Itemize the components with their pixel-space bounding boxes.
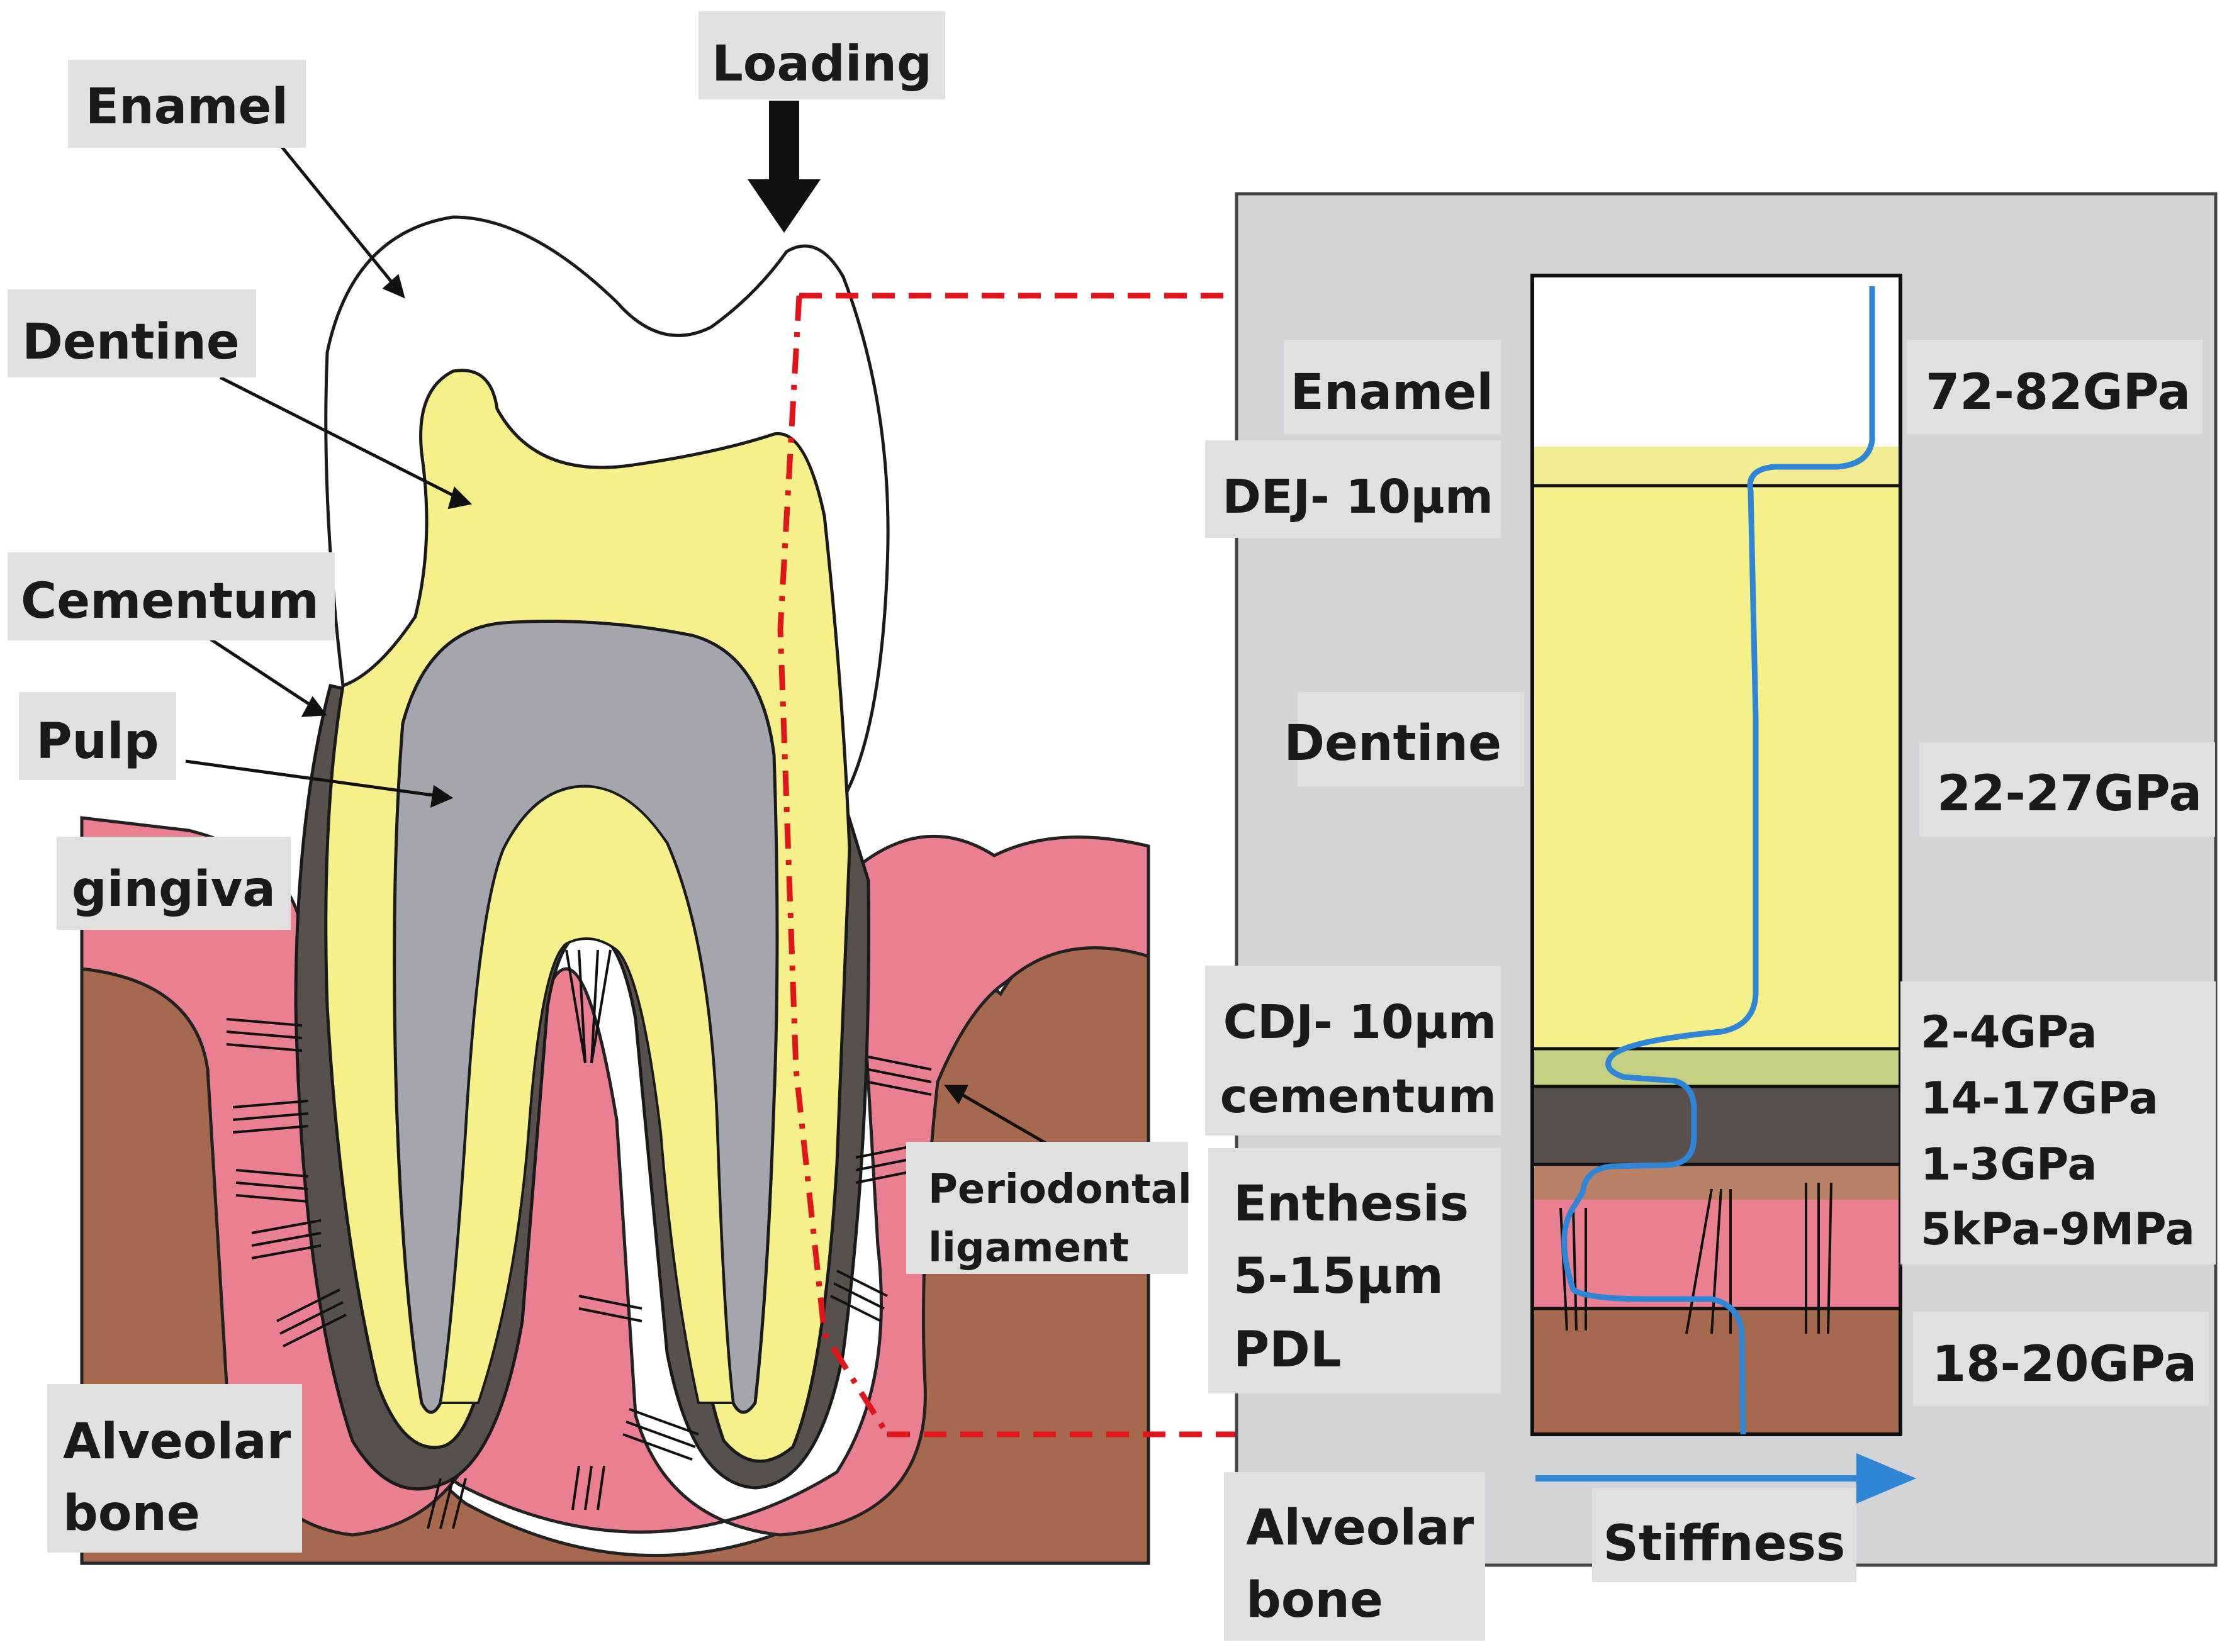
inset-label-enamel: Enamel [1284,340,1501,434]
inset-label-dej: DEJ- 10μm [1205,440,1501,538]
label-pulp: Pulp [19,692,176,780]
inset-enthesis-text: Enthesis [1233,1176,1469,1232]
column-bone [1532,1309,1900,1434]
tooth-illustration [80,215,1150,1565]
label-enamel-text: Enamel [86,79,288,135]
label-cementum: Cementum [8,552,335,640]
stiffness-axis-arrow [1535,1453,1916,1504]
inset-dej-text: DEJ- 10μm [1222,470,1493,524]
column-enamel [1532,276,1900,447]
inset-enamel-text: Enamel [1291,364,1493,421]
inset-label-enthesis-pdl: Enthesis 5-15μm PDL [1208,1148,1501,1393]
value-pdl-text: 5kPa-9MPa [1921,1203,2195,1255]
inset-enthesis-size-text: 5-15μm [1233,1248,1444,1305]
inset-label-dentine: Dentine [1284,692,1524,786]
inset-pdl-text: PDL [1233,1322,1342,1378]
label-periodontal-ligament: Periodontal ligament [906,1142,1192,1274]
label-loading: Loading [699,11,945,99]
label-dentine: Dentine [8,289,256,377]
value-bone-text: 18-20GPa [1932,1336,2197,1393]
label-periodontal-line2: ligament [928,1225,1129,1271]
value-enthesis-text: 1-3GPa [1921,1139,2097,1190]
value-dentine: 22-27GPa [1919,742,2215,837]
inset-layer-labels: Enamel DEJ- 10μm Dentine CDJ- 10μm cemen… [1205,340,1856,1641]
label-loading-text: Loading [712,36,932,92]
label-alveolar-line2: bone [63,1485,200,1542]
value-bone: 18-20GPa [1913,1312,2209,1406]
inset-value-labels: 72-82GPa 22-27GPa 2-4GPa 14-17GPa 1-3GPa… [1900,340,2216,1406]
label-gingiva: gingiva [57,837,291,930]
value-dentine-text: 22-27GPa [1937,766,2202,822]
label-periodontal-line1: Periodontal [928,1166,1192,1213]
pdl-fibers [226,949,932,1529]
label-gingiva-text: gingiva [72,861,276,918]
label-dentine-text: Dentine [22,314,240,371]
value-cdj-text: 2-4GPa [1921,1007,2097,1058]
inset-dentine-text: Dentine [1284,715,1501,772]
label-enamel: Enamel [68,60,306,148]
value-stack: 2-4GPa 14-17GPa 1-3GPa 5kPa-9MPa [1900,981,2216,1264]
inset-label-alveolar-bone: Alveolar bone [1224,1472,1485,1641]
value-cementum-text: 14-17GPa [1921,1073,2158,1124]
label-cementum-text: Cementum [21,573,319,630]
column-pdl-fibers [1559,1182,1832,1334]
label-alveolar-line1: Alveolar [63,1414,291,1470]
column-cementum [1532,1086,1900,1164]
inset-stiffness-text: Stiffness [1603,1515,1846,1572]
inter-root-dentine [439,784,735,1404]
column-cdj [1532,1049,1900,1086]
inset-alveolar-line1: Alveolar [1246,1500,1474,1556]
label-alveolar-bone: Alveolar bone [47,1384,302,1553]
inset-alveolar-line2: bone [1246,1572,1383,1629]
column-dentine [1532,486,1900,1049]
stiffness-curve [1561,286,1875,1435]
value-enamel-text: 72-82GPa [1926,364,2191,421]
inset-label-cdj-cementum: CDJ- 10μm cementum [1205,966,1501,1136]
inset-cdj-text: CDJ- 10μm [1223,995,1496,1049]
label-pulp-text: Pulp [36,713,159,770]
inset-label-stiffness: Stiffness [1592,1488,1856,1582]
value-enamel: 72-82GPa [1907,340,2202,434]
inset-cementum-text: cementum [1220,1069,1496,1124]
layer-column [1530,274,1902,1436]
loading-arrow [748,101,821,233]
tooth-labels: Loading Enamel Dentine Cementum Pulp gin… [8,11,1192,1553]
section-line [777,295,890,1436]
